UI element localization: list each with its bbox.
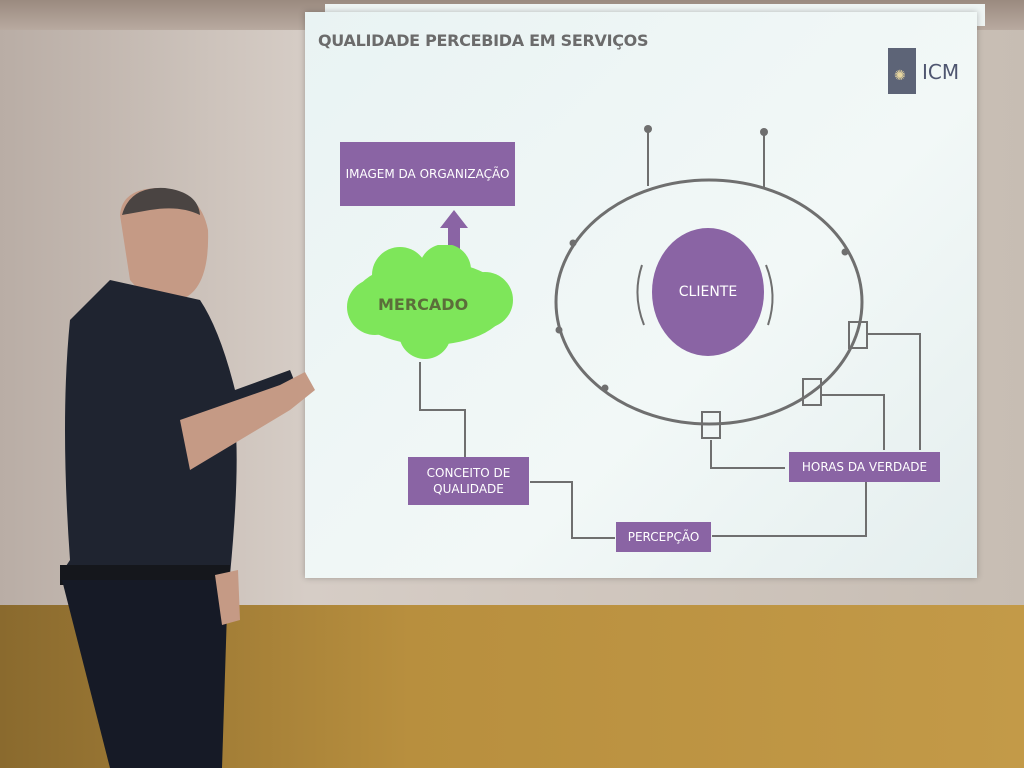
imagem-organizacao-box: IMAGEM DA ORGANIZAÇÃO xyxy=(340,142,515,206)
slide-title: QUALIDADE PERCEBIDA EM SERVIÇOS xyxy=(318,31,649,50)
mercado-label: MERCADO xyxy=(378,295,469,314)
mercado-cloud xyxy=(347,245,513,359)
percepcao-box: PERCEPÇÃO xyxy=(616,522,711,552)
logo-emblem-icon: ✺ xyxy=(888,48,916,94)
conceito-qualidade-box: CONCEITO DE QUALIDADE xyxy=(408,457,529,505)
logo-text: ICM xyxy=(922,60,960,84)
horas-verdade-box: HORAS DA VERDADE xyxy=(789,452,940,482)
icm-logo: ✺ ICM xyxy=(888,40,960,94)
cliente-circle: CLIENTE xyxy=(652,228,764,356)
